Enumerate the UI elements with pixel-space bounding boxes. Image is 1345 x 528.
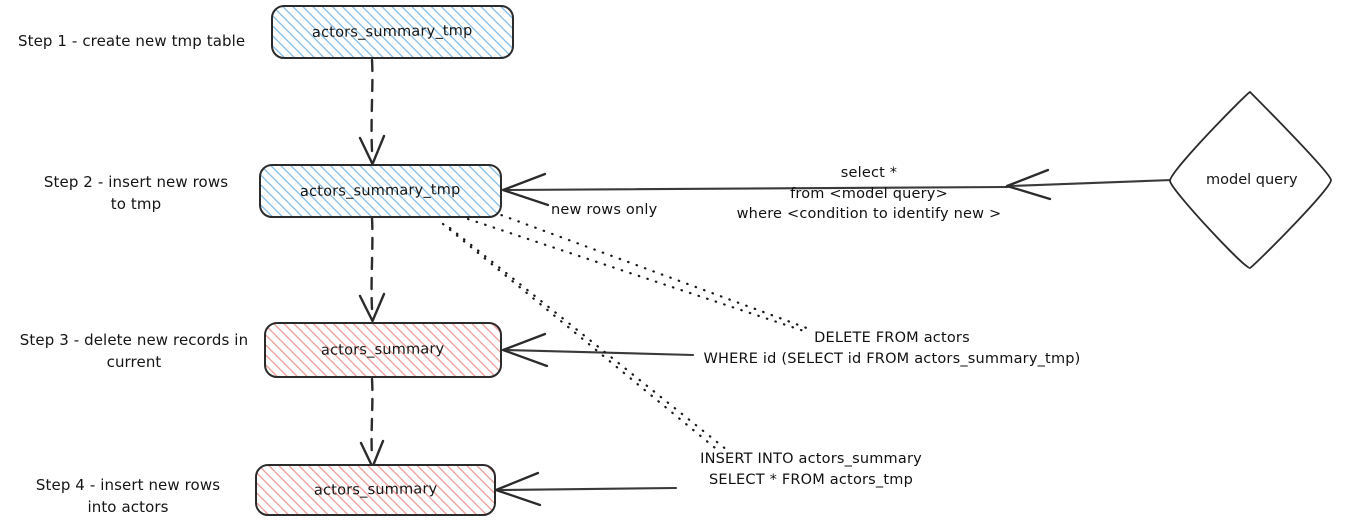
step-label-1: Step 1 - create new tmp table bbox=[18, 32, 246, 50]
model-query-label: model query bbox=[1206, 172, 1298, 188]
node-actors-summary-tmp-step1[interactable]: actors_summary_tmp bbox=[271, 5, 514, 59]
node-actors-summary-tmp-step2[interactable]: actors_summary_tmp bbox=[259, 164, 502, 218]
step-label-2: Step 2 - insert new rows to tmp bbox=[43, 173, 229, 213]
arrow-modelquery-to-sql bbox=[1005, 168, 1174, 201]
node-label: actors_summary_tmp bbox=[300, 182, 461, 200]
annotation-new-rows-only: new rows only bbox=[551, 202, 658, 218]
flow-arrow-step2-to-step3 bbox=[358, 216, 386, 323]
arrow-insert-to-step4 bbox=[494, 471, 678, 507]
node-label: actors_summary bbox=[313, 481, 438, 499]
annotation-insert-sql: INSERT INTO actors_summary SELECT * FROM… bbox=[700, 451, 922, 488]
node-actors-summary-step3[interactable]: actors_summary bbox=[264, 322, 502, 378]
dotted-link-step2-to-delete bbox=[466, 210, 814, 333]
step-label-3: Step 3 - delete new records in current bbox=[19, 331, 249, 371]
annotation-delete-sql: DELETE FROM actors WHERE id (SELECT id F… bbox=[703, 330, 1081, 367]
node-label: actors_summary_tmp bbox=[312, 23, 473, 41]
node-actors-summary-step4[interactable]: actors_summary bbox=[255, 464, 496, 516]
flow-arrow-step1-to-step2 bbox=[358, 58, 386, 166]
step-label-4: Step 4 - insert new rows into actors bbox=[35, 476, 221, 516]
annotation-model-query-sql: select * from <model query> where <condi… bbox=[736, 165, 1002, 223]
node-label: actors_summary bbox=[321, 341, 445, 359]
flow-arrow-step3-to-step4 bbox=[359, 377, 385, 469]
arrow-delete-to-step3 bbox=[501, 332, 695, 368]
